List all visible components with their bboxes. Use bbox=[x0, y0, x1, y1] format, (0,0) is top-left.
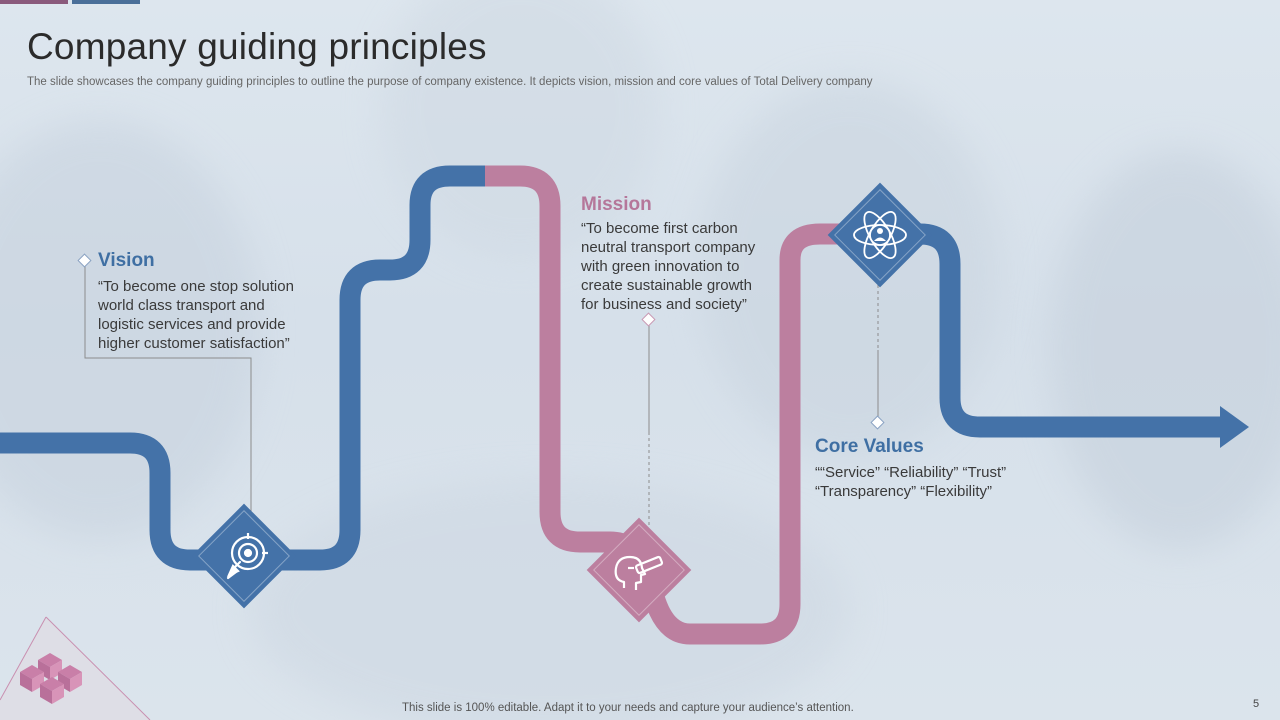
vision-text: “To become one stop solution world class… bbox=[98, 277, 294, 353]
mission-text: “To become first carbon neutral transpor… bbox=[581, 219, 755, 314]
mission-icon-badge bbox=[586, 517, 692, 623]
mission-diamond-marker bbox=[641, 312, 656, 327]
page-subtitle: The slide showcases the company guiding … bbox=[27, 76, 873, 88]
background-shape bbox=[1050, 150, 1280, 550]
mission-heading: Mission bbox=[581, 194, 652, 215]
core-values-diamond-marker bbox=[870, 415, 885, 430]
vision-diamond-marker bbox=[77, 253, 92, 268]
vision-text-line: world class transport and bbox=[98, 297, 265, 314]
core-values-text-line: ““Service” “Reliability” “Trust” bbox=[815, 464, 1007, 481]
vision-icon-badge bbox=[191, 503, 297, 609]
atom-person-icon bbox=[853, 211, 907, 259]
core-values-heading: Core Values bbox=[815, 436, 924, 457]
core-values-icon-badge bbox=[827, 182, 933, 288]
rocket-target-icon bbox=[226, 533, 268, 580]
page-title: Company guiding principles bbox=[27, 26, 487, 67]
road-segment-vision bbox=[0, 165, 485, 571]
core-values-text-line: “Transparency” “Flexibility” bbox=[815, 483, 992, 500]
footer-note: This slide is 100% editable. Adapt it to… bbox=[402, 702, 854, 714]
vision-text-line: higher customer satisfaction” bbox=[98, 335, 290, 352]
mission-text-line: “To become first carbon bbox=[581, 220, 738, 237]
vision-connector-line bbox=[84, 261, 252, 512]
top-accent-bar bbox=[0, 0, 68, 4]
mission-text-line: create sustainable growth bbox=[581, 277, 752, 294]
core-values-text: ““Service” “Reliability” “Trust” “Transp… bbox=[815, 463, 1006, 501]
vision-heading: Vision bbox=[98, 250, 155, 271]
top-accent-bar bbox=[72, 0, 140, 4]
mission-text-line: neutral transport company bbox=[581, 239, 756, 256]
cubes-logo bbox=[0, 616, 151, 720]
road-segment-core-values bbox=[865, 223, 1222, 438]
road-arrow-head bbox=[1220, 406, 1249, 448]
background-shape bbox=[0, 120, 260, 540]
page-number: 5 bbox=[1253, 698, 1260, 710]
mission-text-line: with green innovation to bbox=[581, 258, 740, 275]
mission-text-line: for business and society” bbox=[581, 296, 747, 313]
head-telescope-icon bbox=[614, 555, 664, 590]
vision-text-line: “To become one stop solution bbox=[98, 278, 294, 295]
vision-text-line: logistic services and provide bbox=[98, 316, 286, 333]
